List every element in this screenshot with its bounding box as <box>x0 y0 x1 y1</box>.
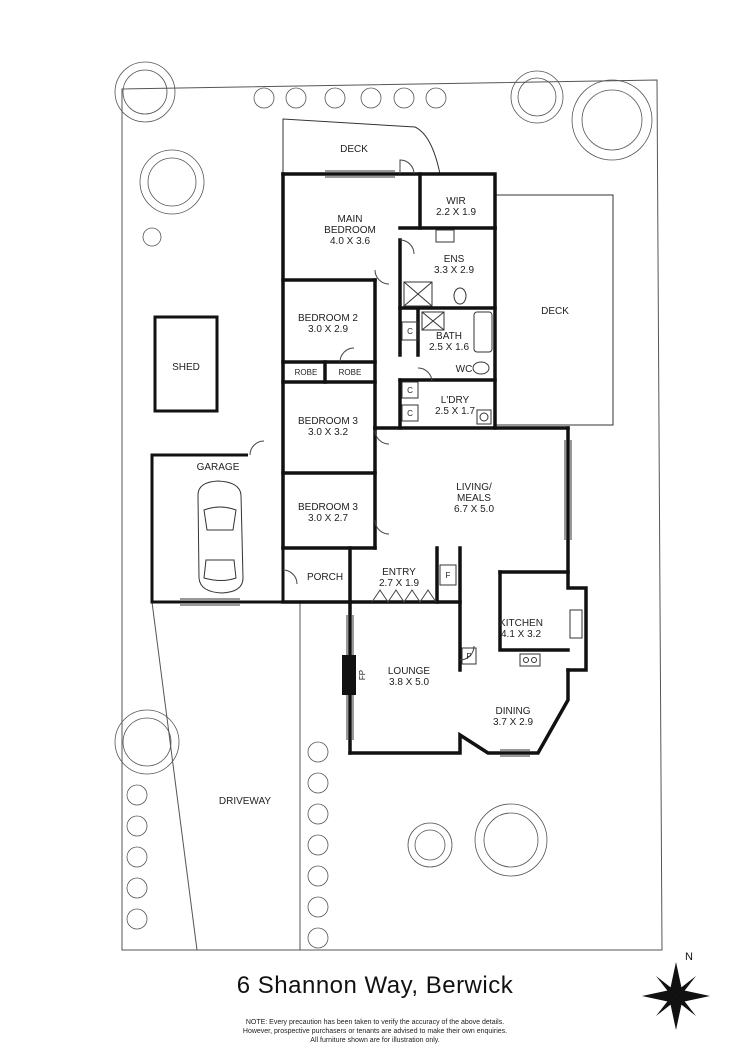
lounge-dims: 3.8 X 5.0 <box>389 677 429 688</box>
ldry-dims: 2.5 X 1.7 <box>435 406 475 417</box>
ens-dims: 3.3 X 2.9 <box>434 265 474 276</box>
deck-right-label: DECK <box>541 306 569 317</box>
bedroom2-label: BEDROOM 2 <box>298 313 358 324</box>
deck-top-label: DECK <box>340 144 368 155</box>
bath-dims: 2.5 X 1.6 <box>429 342 469 353</box>
bedroom3b-dims: 3.0 X 2.7 <box>308 513 348 524</box>
entry-dims: 2.7 X 1.9 <box>379 578 419 589</box>
trees <box>114 61 653 949</box>
living-label-2: MEALS <box>457 493 491 504</box>
car-outline <box>197 480 244 594</box>
robe-right-label: ROBE <box>339 368 362 377</box>
disclaimer-line-1: NOTE: Every precaution has been taken to… <box>245 1019 505 1026</box>
kitchen-dims: 4.1 X 3.2 <box>501 629 541 640</box>
pantry-label: P <box>466 652 471 661</box>
cupboard-ldry-upper-label: C <box>407 386 413 395</box>
fireplace-label: FP <box>358 670 367 680</box>
bath-label: BATH <box>436 331 462 342</box>
wir-label: WIR <box>446 196 465 207</box>
dining-dims: 3.7 X 2.9 <box>493 717 533 728</box>
main-bedroom-dims: 4.0 X 3.6 <box>330 236 370 247</box>
ens-label: ENS <box>444 254 465 265</box>
bedroom3a-dims: 3.0 X 3.2 <box>308 427 348 438</box>
small-cabinets <box>401 321 477 665</box>
disclaimer-notes: NOTE: Every precaution has been taken to… <box>0 1018 750 1045</box>
compass-rose-icon <box>642 962 710 1030</box>
compass-north-label: N <box>685 951 693 963</box>
entry-label: ENTRY <box>382 567 416 578</box>
living-label: LIVING/ <box>456 482 492 493</box>
bedroom3b-label: BEDROOM 3 <box>298 502 358 513</box>
property-address: 6 Shannon Way, Berwick <box>236 972 514 999</box>
driveway-edges <box>151 601 301 951</box>
shed-label: SHED <box>172 362 200 373</box>
site-boundary <box>121 79 663 951</box>
cupboard-bath-label: C <box>407 327 413 336</box>
main-bedroom-label: MAIN <box>338 214 363 225</box>
wc-label: WC <box>456 364 473 375</box>
fridge-label: F <box>446 571 451 580</box>
shed-outline <box>153 315 219 413</box>
fireplace-block <box>342 655 356 695</box>
lounge-label: LOUNGE <box>388 666 431 677</box>
garage-label: GARAGE <box>197 462 240 473</box>
robe-left-label: ROBE <box>295 368 318 377</box>
house-walls <box>281 172 588 755</box>
bedroom3a-label: BEDROOM 3 <box>298 416 358 427</box>
disclaimer-line-3: All furniture shown are for illustration… <box>310 1037 440 1044</box>
dining-label: DINING <box>496 706 531 717</box>
living-dims: 6.7 X 5.0 <box>454 504 494 515</box>
ldry-label: L'DRY <box>441 395 470 406</box>
kitchen-label: KITCHEN <box>499 618 543 629</box>
porch-label: PORCH <box>307 572 343 583</box>
driveway-label: DRIVEWAY <box>219 796 272 807</box>
bedroom2-dims: 3.0 X 2.9 <box>308 324 348 335</box>
bath-fixtures <box>403 229 583 667</box>
main-bedroom-label-2: BEDROOM <box>324 225 376 236</box>
disclaimer-line-2: However, prospective purchasers or tenan… <box>242 1028 508 1035</box>
cupboard-ldry-lower-label: C <box>407 409 413 418</box>
wir-dims: 2.2 X 1.9 <box>436 207 476 218</box>
